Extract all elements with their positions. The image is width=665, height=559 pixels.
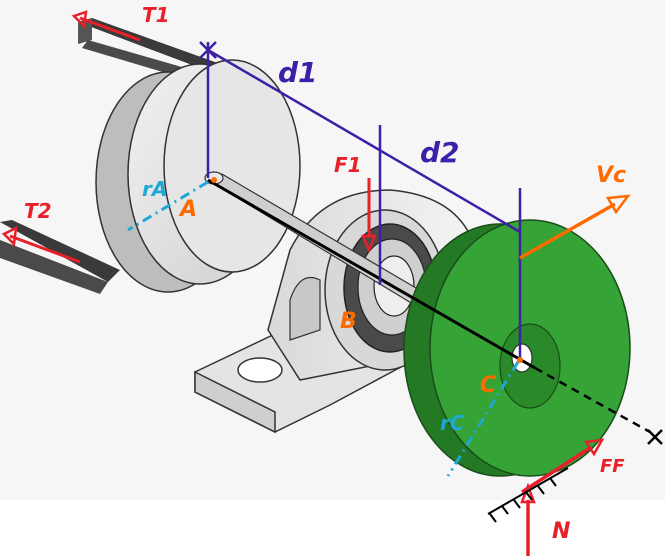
label-c: C xyxy=(480,373,496,398)
label-vc: Vc xyxy=(596,163,626,188)
vc-velocity-arrow xyxy=(519,194,631,260)
label-ra: rA xyxy=(142,177,167,201)
label-f1: F1 xyxy=(334,153,362,177)
f1-force-arrow xyxy=(361,178,377,254)
label-d1: d1 xyxy=(278,56,318,89)
radius-a-line xyxy=(127,180,209,232)
label-rc: rC xyxy=(440,411,465,435)
mounting-hole xyxy=(237,357,283,383)
hatched-ground-icon xyxy=(487,467,569,523)
point-c-marker xyxy=(517,357,523,363)
label-n: N xyxy=(552,519,570,544)
label-t2: T2 xyxy=(24,199,52,223)
label-d2: d2 xyxy=(420,136,460,169)
t2-force-arrow xyxy=(1,225,81,264)
ff-force-arrow xyxy=(521,438,605,494)
point-a-marker xyxy=(211,177,217,183)
dimension-lines xyxy=(199,41,522,358)
left-pulley xyxy=(95,59,301,293)
label-b: B xyxy=(340,309,357,334)
t1-force-arrow xyxy=(71,10,141,42)
label-t1: T1 xyxy=(142,3,170,27)
shaft-axis-line xyxy=(207,178,536,370)
green-wheel xyxy=(403,219,631,477)
n-force-arrow xyxy=(520,482,536,556)
label-ff: FF xyxy=(600,456,625,477)
lower-belt xyxy=(0,220,120,294)
cross-icon xyxy=(647,429,663,445)
label-a: A xyxy=(178,197,197,222)
axis-extension-dashed xyxy=(534,366,651,434)
radius-c-line xyxy=(446,361,520,477)
